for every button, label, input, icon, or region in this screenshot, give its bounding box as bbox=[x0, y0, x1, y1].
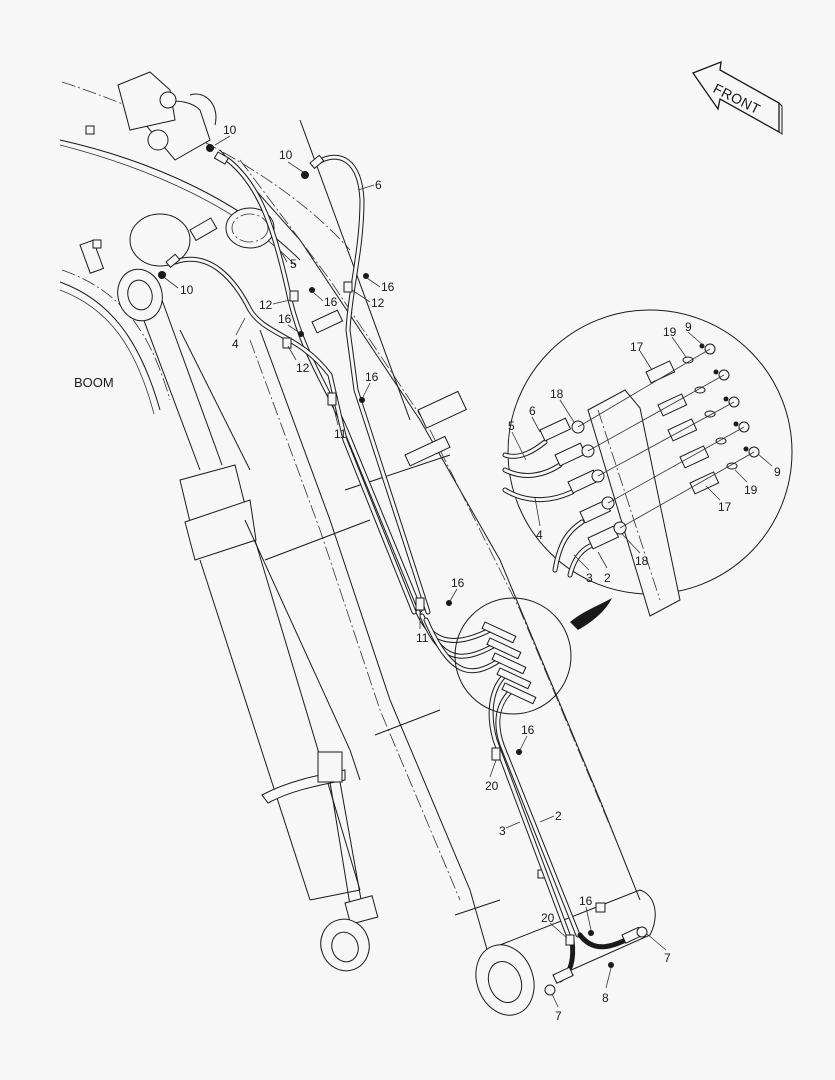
part-callout-4: 4 bbox=[536, 528, 543, 542]
part-callout-10: 10 bbox=[180, 283, 194, 297]
junction-fittings bbox=[454, 597, 572, 715]
part-callout-16: 16 bbox=[521, 723, 535, 737]
hoses bbox=[172, 154, 633, 983]
detail-view bbox=[502, 309, 793, 630]
boom-cylinder bbox=[117, 213, 379, 972]
clamps bbox=[282, 273, 594, 946]
part-callout-10: 10 bbox=[223, 123, 237, 137]
part-callout-11: 11 bbox=[334, 427, 347, 441]
part-callout-7: 7 bbox=[555, 1009, 562, 1023]
part-callout-3: 3 bbox=[586, 571, 593, 585]
part-callout-11: 11 bbox=[416, 631, 429, 645]
front-arrow-icon bbox=[691, 60, 783, 135]
part-callout-17: 17 bbox=[630, 340, 644, 354]
part-callout-12: 12 bbox=[371, 296, 385, 310]
part-callout-5: 5 bbox=[508, 419, 515, 433]
part-callout-16: 16 bbox=[579, 894, 593, 908]
part-callout-2: 2 bbox=[555, 809, 562, 823]
part-callout-16: 16 bbox=[278, 312, 292, 326]
part-callout-3: 3 bbox=[499, 824, 506, 838]
upper-fittings bbox=[158, 144, 325, 279]
detail-hoses bbox=[502, 439, 593, 578]
part-callout-18: 18 bbox=[550, 387, 564, 401]
part-callout-7: 7 bbox=[664, 951, 671, 965]
part-callout-5: 5 bbox=[290, 257, 297, 271]
part-callout-8: 8 bbox=[602, 991, 609, 1005]
part-callout-9: 9 bbox=[774, 465, 781, 479]
end-fittings bbox=[544, 926, 648, 996]
boom-top-pin bbox=[117, 71, 275, 249]
part-callout-19: 19 bbox=[744, 483, 758, 497]
part-callout-20: 20 bbox=[541, 911, 555, 925]
part-callout-12: 12 bbox=[296, 361, 310, 375]
part-callout-16: 16 bbox=[365, 370, 379, 384]
part-callout-6: 6 bbox=[375, 178, 382, 192]
part-callout-6: 6 bbox=[529, 404, 536, 418]
part-callout-9: 9 bbox=[685, 320, 692, 334]
leader-lines bbox=[164, 135, 667, 1008]
part-callout-12: 12 bbox=[259, 298, 273, 312]
part-callout-17: 17 bbox=[718, 500, 732, 514]
part-callout-16: 16 bbox=[381, 280, 395, 294]
part-callout-16: 16 bbox=[324, 295, 338, 309]
part-callout-4: 4 bbox=[232, 337, 239, 351]
part-callout-20: 20 bbox=[485, 779, 499, 793]
part-callout-2: 2 bbox=[604, 571, 611, 585]
part-callout-18: 18 bbox=[635, 554, 649, 568]
part-callout-10: 10 bbox=[279, 148, 293, 162]
part-callout-16: 16 bbox=[451, 576, 465, 590]
part-callout-19: 19 bbox=[663, 325, 677, 339]
boom-label: BOOM bbox=[74, 375, 114, 390]
